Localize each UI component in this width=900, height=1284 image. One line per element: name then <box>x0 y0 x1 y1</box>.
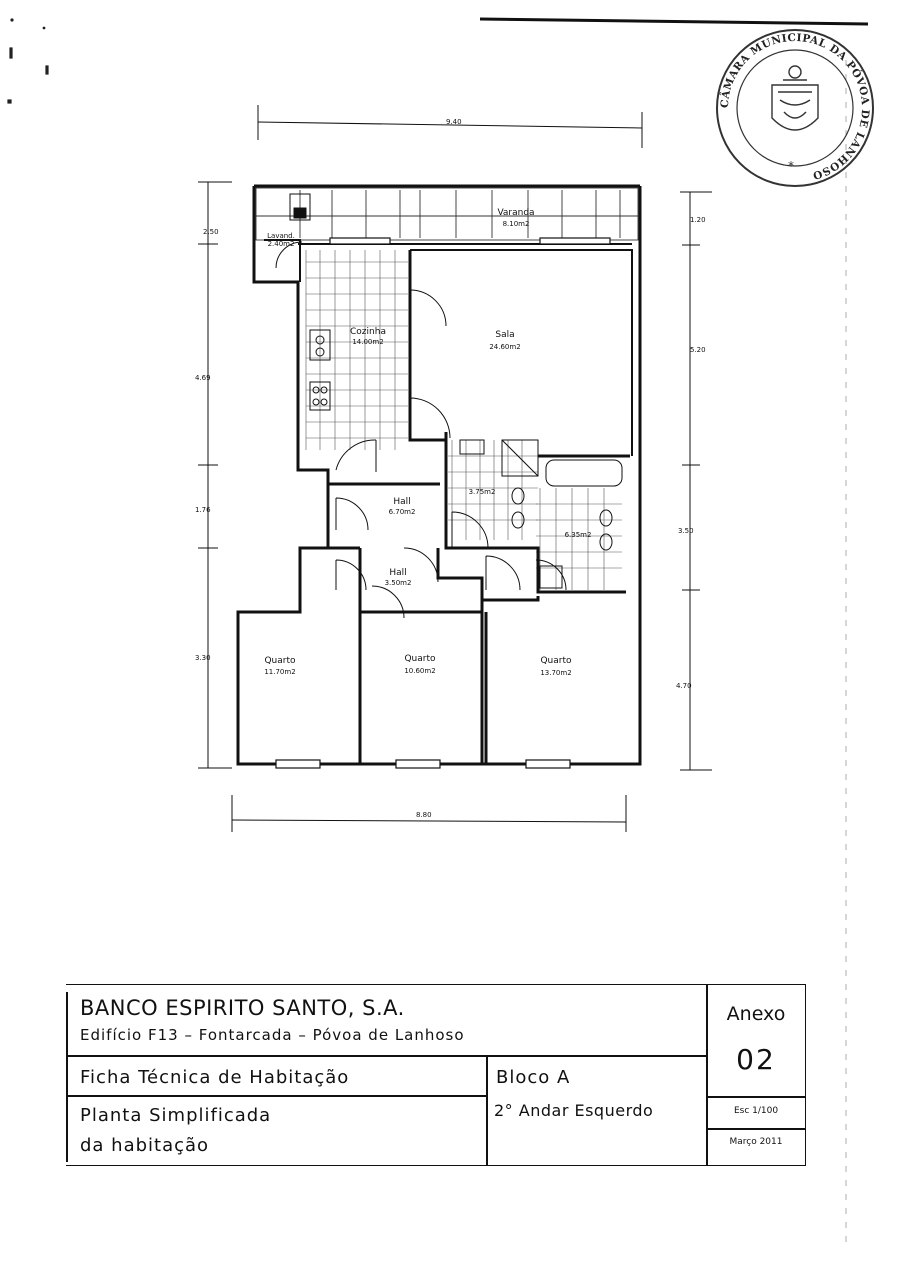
svg-text:*: * <box>788 159 794 173</box>
dim-right-1: 1.20 <box>690 216 706 224</box>
room-area-wc1: 3.75m2 <box>469 488 496 496</box>
windows <box>275 237 611 769</box>
dim-left-1: 2.50 <box>203 228 219 236</box>
room-label-quarto-2: Quarto <box>404 654 436 664</box>
room-label-cozinha: Cozinha <box>350 327 386 337</box>
title-block <box>66 984 806 1166</box>
date-label: Março 2011 <box>729 1137 783 1147</box>
dim-left-4: 3.30 <box>195 654 211 662</box>
municipal-seal-icon <box>771 65 819 131</box>
room-label-varanda: Varanda <box>497 208 534 218</box>
walls <box>236 184 642 766</box>
room-label-sala: Sala <box>495 330 514 340</box>
title-block-left-border <box>66 992 68 1162</box>
room-area-hall-2: 3.50m2 <box>385 579 412 587</box>
bloco-label: Bloco A <box>496 1067 571 1088</box>
building-address: Edifício F13 – Fontarcada – Póvoa de Lan… <box>80 1026 465 1044</box>
dim-top: 9.40 <box>446 118 462 126</box>
dim-right-4: 4.70 <box>676 682 692 690</box>
dim-bottom: 8.80 <box>416 811 432 819</box>
drawing-title-line-1: Planta Simplificada <box>80 1105 272 1126</box>
varanda-balustrade <box>255 187 639 241</box>
dim-right-3: 3.50 <box>678 527 694 535</box>
scale-label: Esc 1/100 <box>733 1106 779 1116</box>
room-area-hall-1: 6.70m2 <box>389 508 416 516</box>
company-name: BANCO ESPIRITO SANTO, S.A. <box>80 996 405 1020</box>
room-area-cozinha: 14.00m2 <box>352 338 383 346</box>
anexo-number: 02 <box>736 1043 776 1076</box>
fixtures <box>289 193 623 589</box>
anexo-label: Anexo <box>726 1003 786 1025</box>
room-area-quarto-3: 13.70m2 <box>540 669 571 677</box>
floor-label: 2° Andar Esquerdo <box>494 1101 654 1120</box>
room-label-hall-2: Hall <box>389 568 406 578</box>
room-label-quarto-1: Quarto <box>264 656 296 666</box>
doors <box>275 241 567 619</box>
room-area-sala: 24.60m2 <box>489 343 520 351</box>
room-area-quarto-1: 11.70m2 <box>264 668 295 676</box>
room-area-quarto-2: 10.60m2 <box>404 667 435 675</box>
room-label-hall-1: Hall <box>393 497 410 507</box>
room-label-lavandaria: Lavand. <box>267 232 295 240</box>
dimension-lines <box>198 105 712 832</box>
sheet-title: Ficha Técnica de Habitação <box>80 1067 350 1088</box>
dim-left-3: 1.76 <box>195 506 211 514</box>
dim-right-2: 5.20 <box>690 346 706 354</box>
drawing-title-line-2: da habitação <box>80 1135 210 1156</box>
room-label-quarto-3: Quarto <box>540 656 572 666</box>
tile-pattern <box>305 250 622 590</box>
room-area-varanda: 8.10m2 <box>503 220 530 228</box>
dim-left-2: 4.69 <box>195 374 211 382</box>
room-area-wc2: 6.35m2 <box>565 531 592 539</box>
room-area-lavandaria: 2.40m2 <box>268 240 295 248</box>
